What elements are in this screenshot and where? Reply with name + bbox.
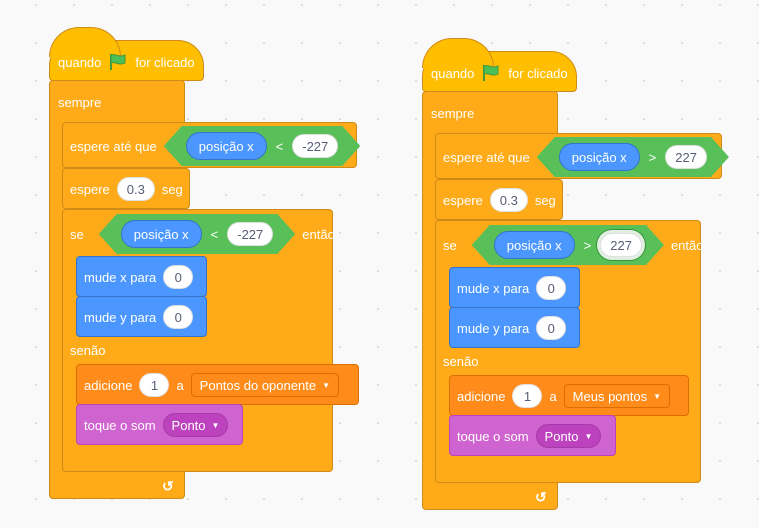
x-position-reporter[interactable]: posição x [494,231,575,259]
loop-arrow-icon: ↺ [535,489,547,505]
operator-symbol: < [275,138,284,154]
if-label: se [443,237,457,253]
play-sound-label: toque o som [457,428,529,444]
greater-than-operator[interactable]: posição x > 227 [472,225,664,265]
green-flag-icon [481,64,501,82]
green-flag-icon [108,53,128,71]
play-sound-block[interactable]: toque o som Ponto ▼ [449,415,616,456]
wait-seconds-input[interactable]: 0.3 [489,188,528,212]
play-sound-block[interactable]: toque o som Ponto ▼ [76,404,243,445]
hat-prefix-label: quando [58,54,102,70]
chevron-down-icon: ▼ [211,420,220,430]
sound-dropdown[interactable]: Ponto ▼ [535,424,602,448]
less-than-operator[interactable]: posição x < -227 [99,214,296,254]
set-y-label: mude y para [84,309,157,325]
change-to-label: a [176,377,184,393]
variable-name: Meus pontos [572,388,648,404]
set-y-block[interactable]: mude y para 0 [76,296,207,337]
operator-symbol: > [648,149,657,165]
else-label: senão [443,354,479,369]
set-y-label: mude y para [457,320,530,336]
forever-label: sempre [58,95,102,110]
set-x-block[interactable]: mude x para 0 [76,256,207,297]
wait-seconds-input[interactable]: 0.3 [116,177,155,201]
wait-block[interactable]: espere 0.3 seg [62,168,190,209]
x-position-reporter[interactable]: posição x [186,132,267,160]
wait-unit-label: seg [534,192,556,208]
operator-symbol: < [210,226,219,242]
set-x-block[interactable]: mude x para 0 [449,267,580,308]
chevron-down-icon: ▼ [584,431,593,441]
when-flag-clicked-block[interactable]: quando for clicado [49,27,204,81]
sound-name: Ponto [544,428,579,444]
chevron-down-icon: ▼ [653,391,662,401]
wait-label: espere [70,181,110,197]
less-than-operator[interactable]: posição x < -227 [164,126,361,166]
forever-label: sempre [431,106,475,121]
set-y-value-input[interactable]: 0 [163,305,194,329]
wait-unit-label: seg [161,181,183,197]
wait-until-block[interactable]: espere até que posição x > 227 [435,133,722,179]
sound-name: Ponto [171,417,206,433]
x-position-reporter[interactable]: posição x [121,220,202,248]
hat-suffix-label: for clicado [135,54,195,70]
compare-value-input[interactable]: 227 [665,145,707,169]
compare-value-input[interactable]: -227 [227,222,273,246]
change-label: adicione [84,377,133,393]
set-x-value-input[interactable]: 0 [536,276,567,300]
else-label: senão [70,343,106,358]
sound-dropdown[interactable]: Ponto ▼ [162,413,229,437]
play-sound-label: toque o som [84,417,156,433]
wait-until-block[interactable]: espere até que posição x < -227 [62,122,357,168]
chevron-down-icon: ▼ [322,380,330,390]
change-amount-input[interactable]: 1 [512,384,543,408]
variable-name: Pontos do oponente [199,377,317,393]
change-variable-block[interactable]: adicione 1 a Pontos do oponente ▼ [76,364,359,405]
set-x-label: mude x para [457,280,530,296]
variable-dropdown[interactable]: Pontos do oponente ▼ [190,373,339,397]
operator-symbol: > [583,237,592,253]
if-label: se [70,226,84,242]
hat-prefix-label: quando [431,65,475,81]
x-position-reporter[interactable]: posição x [559,143,640,171]
change-to-label: a [549,388,557,404]
greater-than-operator[interactable]: posição x > 227 [537,137,729,177]
loop-arrow-icon: ↺ [162,478,174,494]
wait-block[interactable]: espere 0.3 seg [435,179,563,220]
when-flag-clicked-block[interactable]: quando for clicado [422,38,577,92]
compare-value-input[interactable]: -227 [292,134,338,158]
then-label: então [302,226,335,242]
wait-label: espere [443,192,483,208]
then-label: então [670,237,704,253]
wait-until-label: espere até que [443,149,530,165]
hat-suffix-label: for clicado [508,65,568,81]
variable-dropdown[interactable]: Meus pontos ▼ [563,384,671,408]
set-y-value-input[interactable]: 0 [536,316,567,340]
set-x-value-input[interactable]: 0 [163,265,194,289]
set-y-block[interactable]: mude y para 0 [449,307,580,348]
compare-value-input[interactable]: 227 [600,233,642,257]
wait-until-label: espere até que [70,138,157,154]
change-variable-block[interactable]: adicione 1 a Meus pontos ▼ [449,375,689,416]
change-amount-input[interactable]: 1 [139,373,170,397]
set-x-label: mude x para [84,269,157,285]
change-label: adicione [457,388,506,404]
